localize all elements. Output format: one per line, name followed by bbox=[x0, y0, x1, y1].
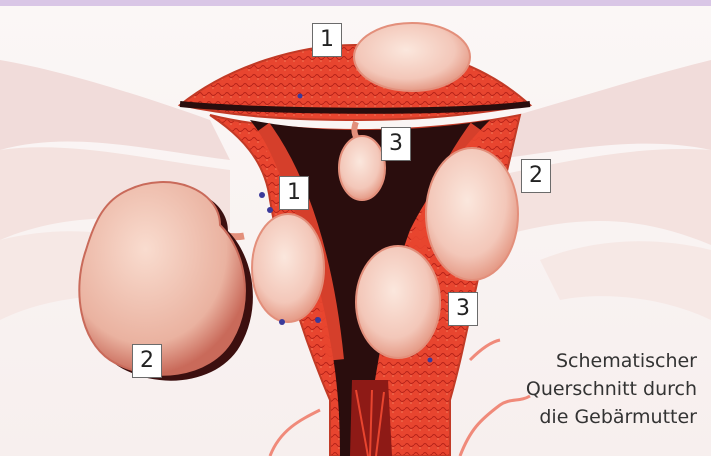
callout-submucous-right: 3 bbox=[448, 292, 478, 326]
diagram-caption: Schematischer Querschnitt durch die Gebä… bbox=[437, 347, 697, 431]
fibroid-top bbox=[354, 23, 470, 91]
callout-subserous-right: 2 bbox=[521, 159, 551, 193]
caption-line-1: Schematischer bbox=[437, 347, 697, 375]
fibroid-left-wall bbox=[252, 214, 324, 322]
callout-pedunculated-subserous: 2 bbox=[132, 344, 162, 378]
callout-intramural: 1 bbox=[279, 176, 309, 210]
caption-line-3: die Gebärmutter bbox=[437, 403, 697, 431]
fibroid-right-wall bbox=[426, 148, 518, 280]
fibroid-cavity bbox=[356, 246, 440, 358]
callout-pedunculated-submucous: 3 bbox=[381, 127, 411, 161]
caption-line-2: Querschnitt durch bbox=[437, 375, 697, 403]
callout-subserous-top: 1 bbox=[312, 23, 342, 57]
